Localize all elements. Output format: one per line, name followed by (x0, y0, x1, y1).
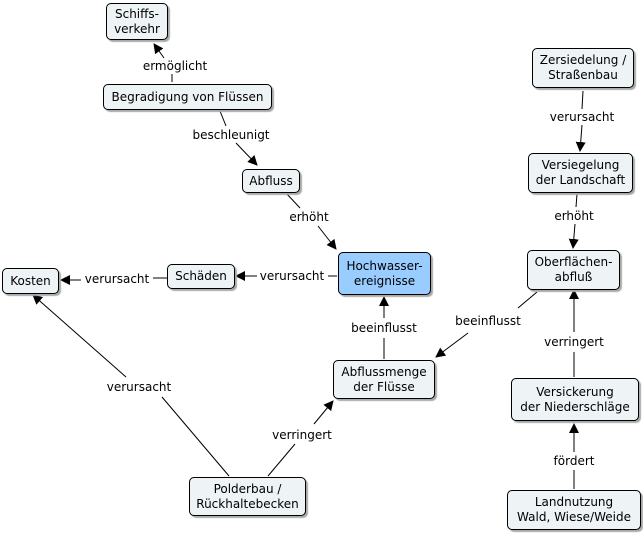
node-polderbau-line-2: Rückhaltebecken (196, 496, 299, 511)
node-landnutzung-line-1: Landnutzung (534, 495, 614, 509)
edge-zersiedelung-verursacht (581, 90, 584, 110)
node-kosten-label: Kosten (10, 273, 51, 288)
node-zersiedelung-line-2: Straßenbau (548, 68, 618, 82)
link-label-erhoeht-1: erhöht (287, 210, 331, 224)
node-oberflaechenabfluss-line-1: Oberflächen- (534, 255, 613, 269)
edge-label-schiffsverkehr (153, 43, 165, 59)
edge-verursacht-versiegelung (575, 124, 586, 152)
edge-abfluss-erhoeht (285, 192, 301, 209)
link-label-verringert-1: verringert (270, 428, 334, 442)
edge-verringert-abflussmenge (313, 400, 334, 425)
node-schiffsverkehr-line-1: Schiffs- (114, 6, 159, 21)
node-schaeden[interactable]: Schäden (167, 264, 235, 289)
node-abfluss[interactable]: Abfluss (242, 169, 300, 193)
node-schaeden-label: Schäden (175, 269, 227, 283)
link-label-verursacht-3: verursacht (104, 380, 174, 394)
edge-erhoeht-oberflaechenabfluss (568, 223, 579, 249)
node-schiffsverkehr-line-2: verkehr (114, 21, 160, 36)
node-abflussmenge-line-1: Abflussmenge (341, 364, 427, 379)
node-versickerung-line-1: Versickerung (536, 384, 614, 399)
link-label-verursacht-1: verursacht (257, 269, 327, 283)
link-label-beschleunigt: beschleunigt (190, 128, 272, 142)
node-hochwasser-line-1: Hochwasser- (346, 258, 423, 273)
link-label-verursacht-4: verursacht (547, 110, 617, 124)
node-versiegelung-line-1: Versiegelung (541, 158, 620, 172)
link-label-verursacht-2: verursacht (82, 272, 152, 286)
edge-polderbau-verursacht (161, 396, 230, 477)
edge-erhoeht-hochwasser (317, 225, 337, 250)
node-hochwasser-line-2: ereignisse (353, 273, 416, 288)
link-label-ermoeglicht: ermöglicht (140, 59, 210, 73)
link-label-foerdert: fördert (551, 454, 597, 468)
link-label-verringert-2: verringert (542, 335, 606, 349)
node-schiffsverkehr[interactable]: Schiffs-verkehr (106, 3, 168, 40)
link-label-beeinflusst-2: beeinflusst (453, 314, 523, 328)
node-zersiedelung-line-1: Zersiedelung / (539, 53, 627, 67)
node-abfluss-label: Abfluss (249, 173, 293, 188)
edge-versiegelung-erhoeht (575, 193, 578, 208)
node-zersiedelung[interactable]: Zersiedelung /Straßenbau (532, 48, 634, 88)
node-kosten[interactable]: Kosten (2, 268, 59, 294)
edge-verursacht-kosten-2 (32, 294, 127, 378)
node-landnutzung-line-2: Wald, Wiese/Weide (517, 510, 631, 524)
node-polderbau-line-1: Polderbau / (213, 481, 282, 496)
node-versickerung-line-2: der Niederschläge (520, 399, 630, 414)
node-begradigung-label: Begradigung von Flüssen (111, 89, 264, 104)
edge-begradigung-beschleunigt (219, 110, 227, 127)
node-oberflaechenabfluss-line-2: abfluß (554, 270, 593, 284)
node-versiegelung-line-2: der Landschaft (535, 173, 626, 187)
node-oberflaechenabfluss[interactable]: Oberflächen-abfluß (527, 250, 620, 290)
edge-polderbau-verringert (267, 443, 296, 477)
node-polderbau[interactable]: Polderbau /Rückhaltebecken (189, 477, 306, 516)
link-label-erhoeht-2: erhöht (552, 209, 596, 223)
node-begradigung[interactable]: Begradigung von Flüssen (103, 84, 272, 110)
node-hochwasser[interactable]: Hochwasser-ereignisse (338, 252, 431, 295)
node-abflussmenge-line-2: der Flüsse (353, 379, 415, 394)
link-label-beeinflusst-1: beeinflusst (349, 321, 419, 335)
edge-beeinflusst-abflussmenge (435, 332, 469, 358)
edge-beschleunigt-abfluss (235, 142, 258, 166)
edge-oberflaechenabfluss-beeinflusst (517, 291, 538, 309)
